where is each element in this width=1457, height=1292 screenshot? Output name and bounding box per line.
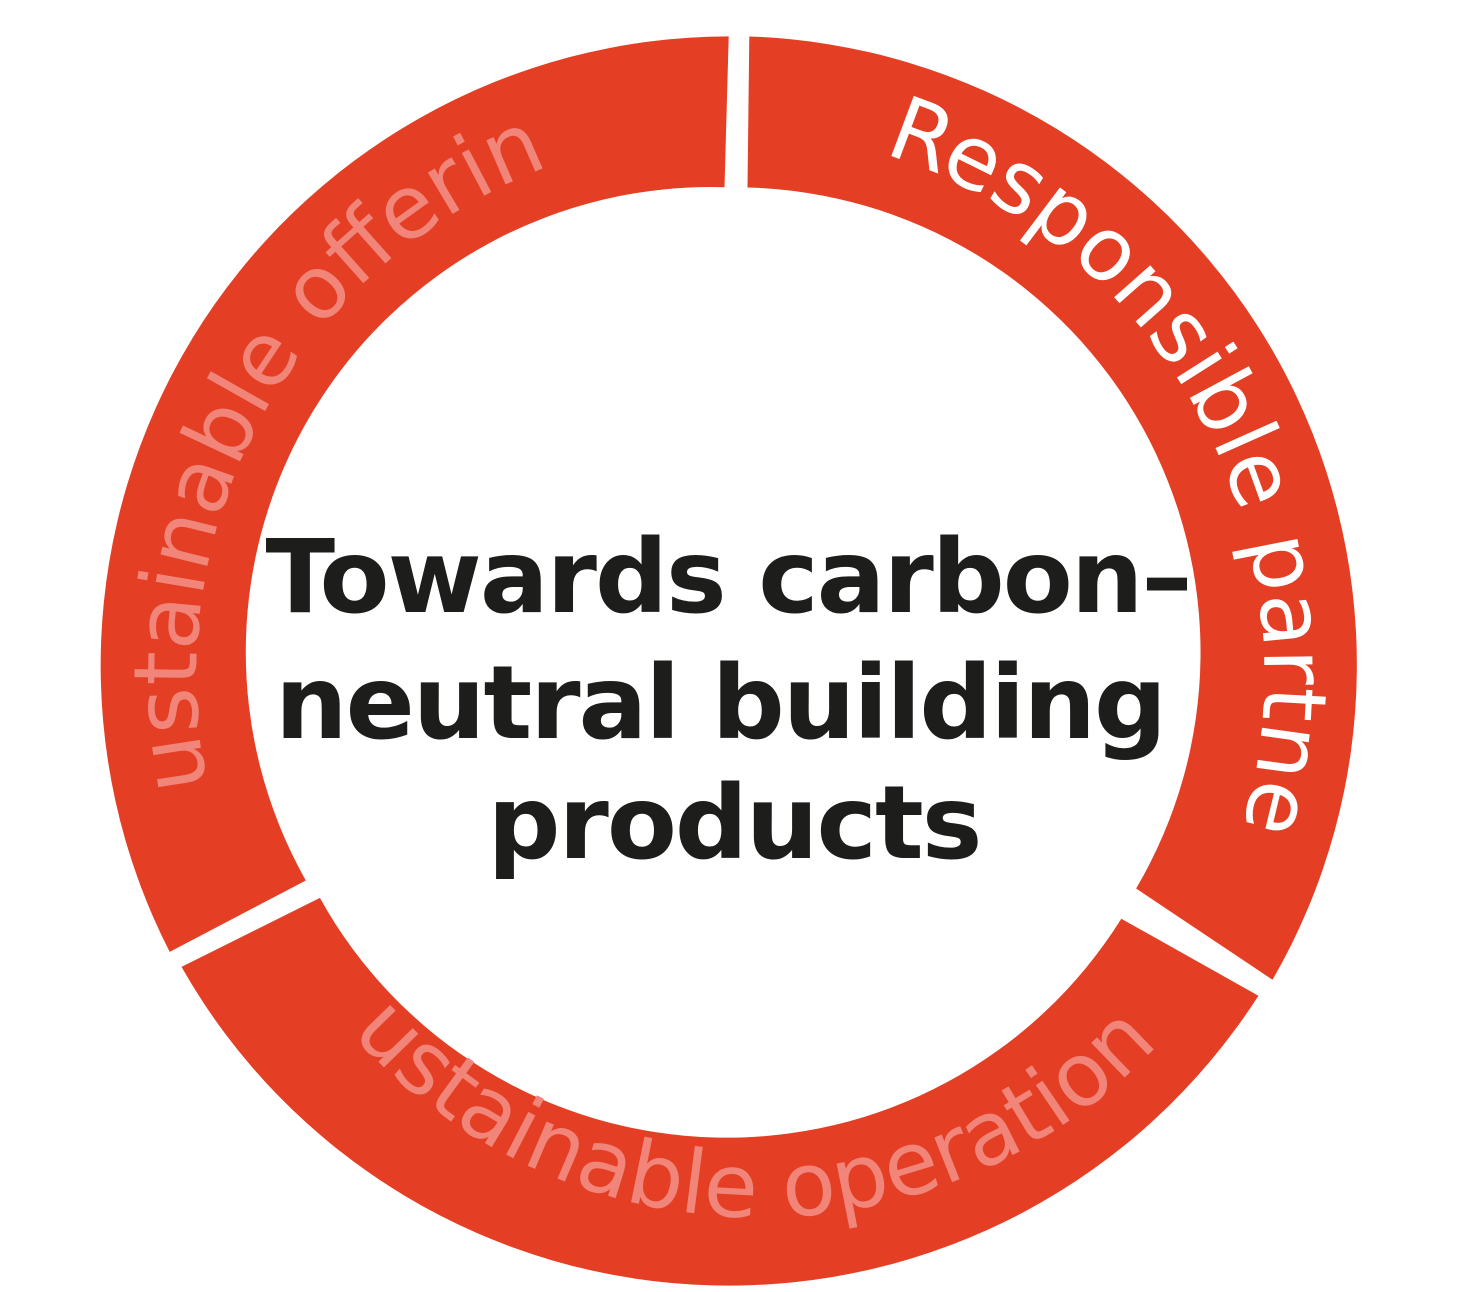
center-title-line-3: products	[488, 764, 981, 883]
ring-segment-sustainable-offering	[100, 36, 729, 952]
center-title-line-1: Towards carbon–	[265, 518, 1190, 637]
ring-segment-responsible-partner	[747, 36, 1357, 980]
ring-segment-sustainable-operations	[181, 897, 1259, 1286]
center-title-line-2: neutral building	[275, 644, 1165, 763]
